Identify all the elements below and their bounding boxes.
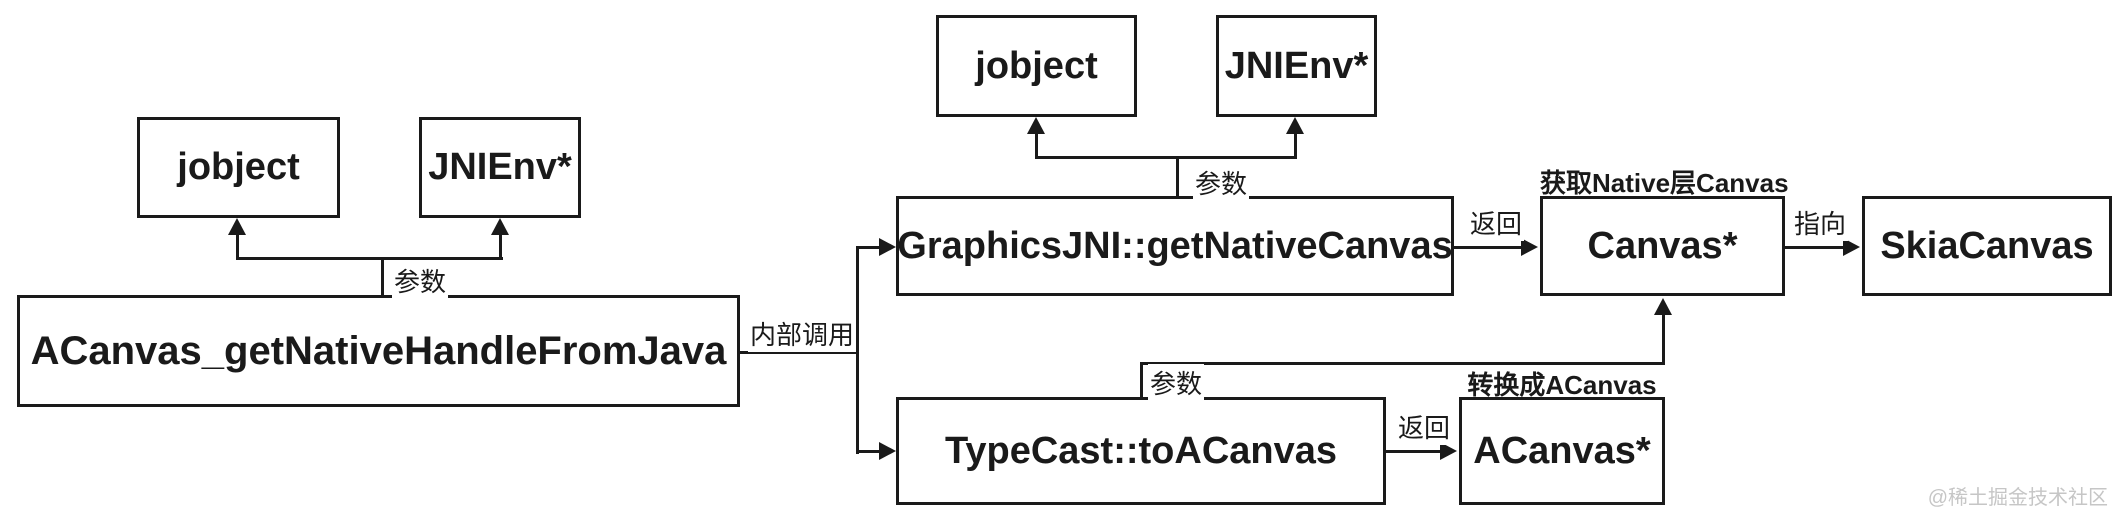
node-jnienv-left: JNIEnv*: [419, 117, 581, 218]
edge-internal-call-branch-bottom: [856, 450, 883, 453]
arrowhead-up-jnienv-left: [491, 218, 509, 235]
edge-params-top-riser1: [1035, 131, 1038, 158]
edge-label-return-top: 返回: [1468, 204, 1525, 241]
node-jnienv-top: JNIEnv*: [1216, 15, 1377, 117]
node-skiacanvas: SkiaCanvas: [1862, 196, 2112, 296]
edge-label-return-bottom: 返回: [1396, 408, 1453, 445]
edge-params-left-stub: [381, 257, 384, 295]
edge-internal-call-out: [740, 351, 859, 354]
edge-label-params-top: 参数: [1193, 164, 1250, 201]
watermark: @稀土掘金技术社区: [1927, 487, 2108, 509]
arrowhead-up-jnienv-top: [1286, 117, 1304, 134]
arrowhead-right-typecast: [879, 442, 896, 460]
arrowhead-up-jobject-top: [1027, 117, 1045, 134]
edge-internal-call-branch-top: [856, 246, 883, 249]
edge-params-bottom-bar: [1140, 362, 1665, 365]
edge-label-params-bottom: 参数: [1148, 364, 1205, 401]
node-canvas-pointer: Canvas*: [1540, 196, 1785, 296]
node-acanvas-pointer: ACanvas*: [1459, 397, 1665, 505]
node-graphicsjni-getnativecanvas: GraphicsJNI::getNativeCanvas: [896, 196, 1454, 296]
arrowhead-right-skiacanvas: [1843, 238, 1860, 256]
edge-params-left-riser2: [499, 232, 502, 259]
edge-internal-call-trunk: [856, 246, 859, 454]
edge-params-bottom-stub: [1140, 362, 1143, 397]
arrowhead-right-acanvas-pointer: [1440, 442, 1457, 460]
edge-params-left-riser1: [236, 232, 239, 259]
node-jobject-top: jobject: [936, 15, 1137, 117]
edge-params-bottom-riser: [1662, 312, 1665, 364]
arrowhead-right-canvas-pointer: [1521, 238, 1538, 256]
arrowhead-up-canvas-pointer: [1654, 298, 1672, 315]
edge-params-top-bar: [1035, 156, 1297, 159]
node-typecast-toacanvas: TypeCast::toACanvas: [896, 397, 1386, 505]
edge-label-params-left: 参数: [392, 262, 449, 299]
edge-params-top-riser2: [1294, 131, 1297, 158]
edge-label-internal-call: 内部调用: [748, 315, 857, 352]
node-acanvas-getnativehandlefromjava: ACanvas_getNativeHandleFromJava: [17, 295, 740, 407]
edge-params-left-bar: [236, 257, 503, 260]
edge-return-bottom-line: [1386, 450, 1442, 453]
edge-params-top-stub: [1176, 156, 1179, 196]
node-jobject-left: jobject: [137, 117, 340, 218]
annotation-get-native-canvas: 获取Native层Canvas: [1540, 168, 1789, 198]
edge-points-to-line: [1785, 246, 1845, 249]
edge-label-points-to: 指向: [1792, 204, 1849, 241]
annotation-to-acanvas: 转换成ACanvas: [1467, 370, 1657, 400]
arrowhead-right-graphicsjni: [879, 238, 896, 256]
arrowhead-up-jobject-left: [228, 218, 246, 235]
edge-return-top-line: [1454, 246, 1524, 249]
